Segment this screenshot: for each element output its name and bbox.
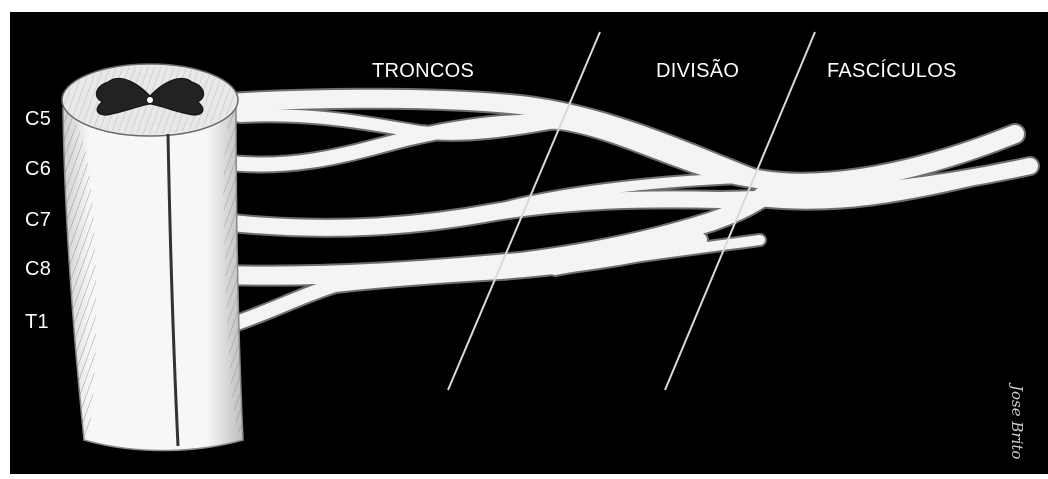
spinal-cord [62, 64, 243, 451]
central-canal [147, 97, 153, 103]
label-fascicles: FASCÍCULOS [827, 61, 957, 81]
label-division: DIVISÃO [656, 61, 739, 81]
root-label-c7: C7 [25, 210, 51, 230]
root-label-c6: C6 [25, 159, 51, 179]
root-label-t1: T1 [25, 312, 49, 332]
root-label-c5: C5 [25, 109, 51, 129]
signature-text: Jose Brito [1008, 385, 1026, 459]
root-label-c8: C8 [25, 259, 51, 279]
label-trunks: TRONCOS [372, 61, 474, 81]
artist-signature: Jose Brito [1022, 385, 1046, 475]
